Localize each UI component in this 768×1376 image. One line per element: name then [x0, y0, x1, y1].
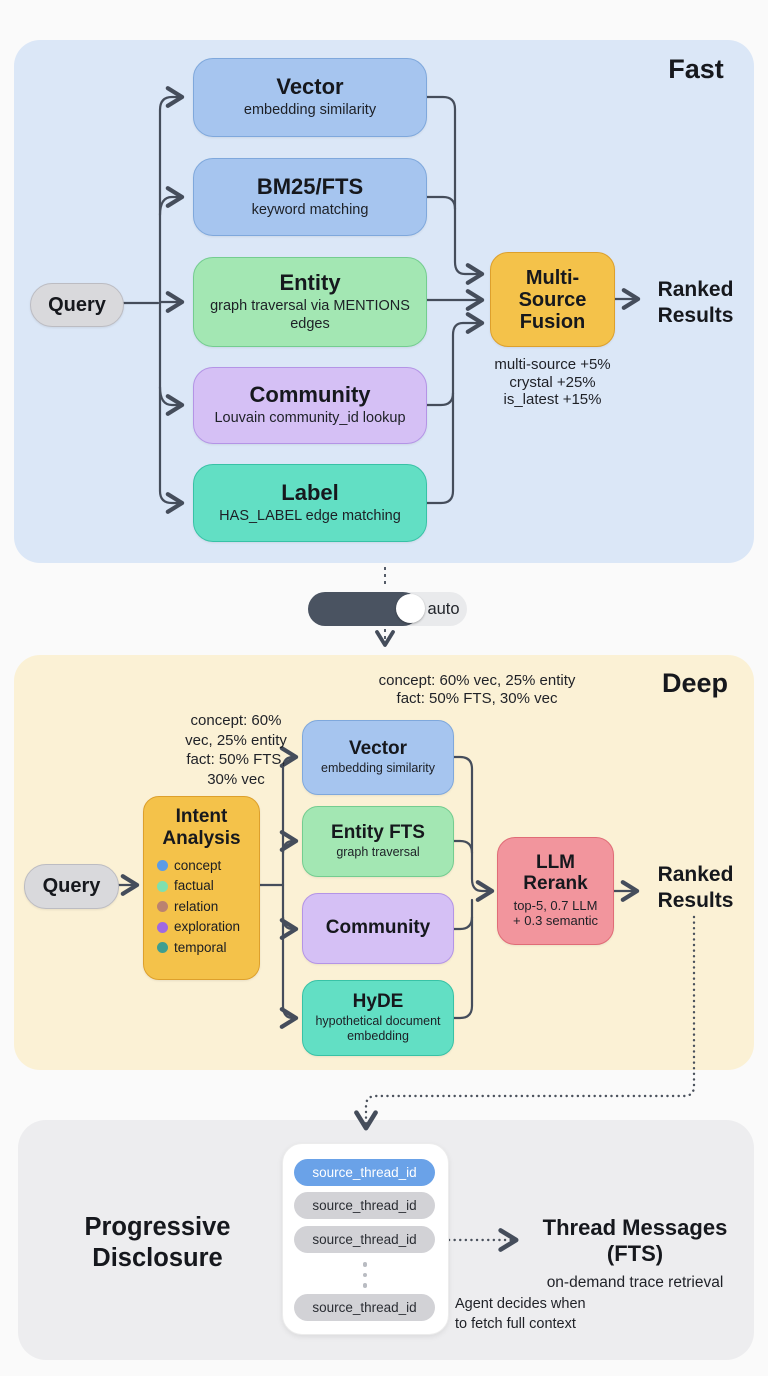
intent-title-line: Intent	[175, 806, 228, 827]
thread-id-pill: source_thread_id	[294, 1294, 435, 1321]
intent-legend-item: temporal	[157, 938, 259, 959]
node-title: Label	[281, 479, 339, 505]
query-label-fast: Query	[48, 293, 106, 316]
intent-item-label: concept	[174, 857, 222, 873]
thread-id-pill: source_thread_id	[294, 1226, 435, 1253]
node-title: Community	[249, 382, 371, 408]
annotation-line: concept: 60% vec, 25% entity	[378, 672, 576, 689]
node-title: Entity FTS	[331, 821, 425, 843]
node-title: BM25/FTS	[256, 173, 364, 199]
deep-weights-annotation-left: concept: 60% vec, 25% entity fact: 50% F…	[180, 711, 292, 789]
node-community-fast: Community Louvain community_id lookup	[193, 367, 427, 444]
annotation-line: 30% vec	[207, 770, 265, 788]
ranked-results-line: Results	[657, 304, 734, 328]
ranked-results-line: Results	[657, 889, 734, 913]
intent-item-label: relation	[174, 898, 219, 914]
intent-legend-item: exploration	[157, 917, 259, 938]
fusion-weight-line: is_latest +15%	[503, 391, 602, 409]
node-intent-analysis: Intent Analysis concept factual relation…	[143, 796, 260, 980]
node-title: Entity	[279, 270, 341, 296]
node-entity-fast: Entity graph traversal via MENTIONS edge…	[193, 257, 427, 347]
ranked-results-line: Ranked	[657, 863, 734, 886]
fusion-weight-line: multi-source +5%	[494, 356, 611, 373]
node-vector-deep: Vector embedding similarity	[302, 720, 454, 795]
concept-dot-icon	[157, 860, 168, 872]
fusion-title-line: Multi-	[525, 266, 580, 289]
fusion-title-line: Fusion	[519, 310, 586, 333]
deep-section-label: Deep	[661, 668, 729, 698]
node-hyde: HyDE hypothetical document embedding	[302, 980, 454, 1056]
thread-title-line: (FTS)	[606, 1241, 664, 1267]
node-community-deep: Community	[302, 893, 454, 964]
agent-note: Agent decides when to fetch full context	[455, 1295, 615, 1334]
fusion-weights: multi-source +5% crystal +25% is_latest …	[465, 356, 640, 409]
intent-legend: concept factual relation exploration tem…	[144, 856, 259, 959]
annotation-line: fact: 50% FTS, 30% vec	[396, 689, 558, 707]
agent-note-line: Agent decides when	[455, 1296, 586, 1312]
rerank-subtitle-line: + 0.3 semantic	[513, 913, 598, 929]
title-line: Disclosure	[92, 1243, 223, 1272]
thread-subtitle: on-demand trace retrieval	[546, 1273, 724, 1291]
node-subtitle: graph traversal	[336, 845, 420, 860]
annotation-line: vec, 25% entity	[185, 731, 287, 749]
toggle-auto-label: auto	[427, 600, 460, 618]
node-subtitle: graph traversal via MENTIONS edges	[210, 298, 410, 332]
thread-id-pill: source_thread_id	[294, 1192, 435, 1219]
toggle-knob[interactable]	[396, 594, 425, 623]
node-title: Community	[325, 917, 431, 939]
node-title: Vector	[276, 74, 344, 100]
query-label-deep: Query	[42, 875, 101, 897]
ranked-results-deep: Ranked Results	[633, 862, 758, 915]
rerank-subtitle-line: top-5, 0.7 LLM	[513, 897, 598, 913]
node-subtitle: Louvain community_id lookup	[214, 410, 406, 427]
intent-item-label: factual	[174, 878, 214, 894]
thread-id-pill-selected: source_thread_id	[294, 1159, 435, 1186]
node-subtitle: embedding similarity	[243, 102, 377, 119]
node-subtitle: embedding similarity	[321, 761, 435, 776]
fusion-title-line: Source	[518, 288, 587, 311]
intent-legend-item: concept	[157, 856, 259, 877]
node-bm25-fts: BM25/FTS keyword matching	[193, 158, 427, 236]
thread-messages-label: Thread Messages (FTS) on-demand trace re…	[525, 1215, 745, 1292]
query-node-fast: Query	[30, 283, 124, 327]
intent-item-label: temporal	[174, 939, 227, 955]
node-llm-rerank: LLM Rerank top-5, 0.7 LLM + 0.3 semantic	[497, 837, 614, 945]
relation-dot-icon	[157, 901, 168, 913]
node-title: Vector	[348, 737, 408, 759]
node-entity-fts: Entity FTS graph traversal	[302, 806, 454, 877]
progressive-disclosure-title: Progressive Disclosure	[50, 1212, 265, 1273]
node-subtitle: keyword matching	[251, 201, 369, 218]
rerank-title-line: LLM	[535, 852, 576, 874]
rerank-title-line: Rerank	[523, 872, 588, 894]
exploration-dot-icon	[157, 921, 168, 933]
factual-dot-icon	[157, 880, 168, 892]
title-line: Progressive	[84, 1213, 231, 1241]
intent-item-label: exploration	[174, 919, 241, 935]
intent-legend-item: relation	[157, 897, 259, 918]
fusion-weight-line: crystal +25%	[509, 373, 596, 391]
annotation-line: fact: 50% FTS,	[186, 751, 286, 768]
ellipsis-dots-icon	[361, 1262, 369, 1288]
annotation-line: concept: 60%	[190, 712, 282, 729]
ranked-results-line: Ranked	[657, 278, 734, 301]
intent-legend-item: factual	[157, 876, 259, 897]
deep-weights-annotation-top: concept: 60% vec, 25% entity fact: 50% F…	[327, 672, 627, 707]
node-label-fast: Label HAS_LABEL edge matching	[193, 464, 427, 542]
query-node-deep: Query	[24, 864, 119, 909]
fast-section-label: Fast	[668, 54, 724, 84]
ranked-results-fast: Ranked Results	[633, 277, 758, 330]
node-title: HyDE	[352, 990, 404, 1012]
temporal-dot-icon	[157, 942, 168, 954]
agent-note-line: to fetch full context	[455, 1315, 576, 1332]
node-subtitle: hypothetical document embedding	[315, 1014, 441, 1044]
node-vector-fast: Vector embedding similarity	[193, 58, 427, 137]
node-multi-source-fusion: Multi- Source Fusion	[490, 252, 615, 347]
node-subtitle: HAS_LABEL edge matching	[219, 507, 401, 524]
intent-title-line: Analysis	[162, 827, 241, 849]
thread-title-line: Thread Messages	[542, 1215, 728, 1240]
